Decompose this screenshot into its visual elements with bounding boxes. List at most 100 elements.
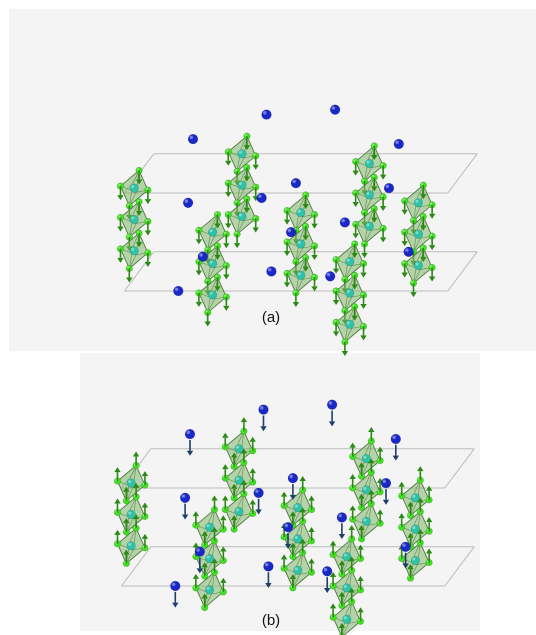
ligand-arrow-9-2 [349,442,356,457]
ligand-arrow-18-3-head [360,272,367,278]
ligand-arrow-4-2 [222,464,229,479]
ligand-atom-20-0-highlight [352,304,355,307]
metal-atom-13-sphere [410,524,421,534]
cell-edge-7 [447,251,478,292]
metal-atom-17-highlight [209,291,213,295]
ligand-atom-19-1-highlight [342,308,345,311]
ligand-arrow-0-3 [141,471,149,486]
cation-arrow-4 [181,503,189,520]
cation-arrow-10-head [265,583,272,589]
ligand-arrow-18-0 [351,243,358,258]
ligand-arrow-16-3 [220,546,227,561]
ligand-arrow-12-2-head [398,481,405,487]
ligand-atom-12-0-highlight [420,182,424,186]
metal-atom-5-highlight [235,508,239,512]
ligand-arrow-13-0 [420,216,427,231]
ligand-arrow-5-0 [243,198,251,213]
ligand-arrow-4-2 [225,183,232,198]
ligand-arrow-8-1-head [289,573,297,579]
metal-atom-13-highlight [412,526,416,530]
ligand-arrow-7-0-head [299,507,306,513]
ligand-arrow-18-1 [338,560,346,575]
cation-atom-2 [329,104,341,115]
ligand-arrow-11-2 [352,224,359,239]
metal-atom-5 [237,211,247,222]
ligand-atom-14-0-highlight [420,245,424,248]
metal-atom-19-sphere [345,288,355,298]
metal-atom-7-sphere [296,239,306,249]
ligand-arrow-20-0 [351,306,358,321]
metal-atom-16-highlight [206,555,210,559]
ligand-arrow-8-3-head [308,558,315,564]
metal-atom-1-sphere [129,214,139,225]
metal-atom-7 [293,534,303,544]
ligand-arrow-17-1 [201,593,208,608]
ligand-atom-17-2-highlight [196,290,199,293]
metal-atom-10-sphere [364,190,375,200]
metal-atom-8 [293,565,303,575]
metal-atom-12-sphere [410,493,421,503]
metal-atom-14 [413,260,424,271]
metal-atom-2-sphere [126,541,136,551]
cation-atom-7-highlight [341,218,345,223]
cation-atom-14-highlight [284,523,288,528]
ligand-arrow-14-3 [428,267,436,282]
cation-atom-4-highlight [184,199,189,203]
cation-arrow-7 [338,523,346,540]
cation-atom-12-sphere [403,246,414,258]
ligand-arrow-1-3-head [144,230,152,236]
ligand-atom-0-0-highlight [136,168,140,171]
metal-atom-0-highlight [131,185,135,189]
ligand-arrow-6-2 [283,210,291,225]
ligand-arrow-7-0 [302,226,309,241]
ligand-atom-3-2-highlight [225,149,229,152]
ligand-arrow-0-2-head [114,467,121,473]
ligand-arrow-13-0-head [420,225,427,231]
ligand-arrow-3-3 [252,155,259,170]
metal-atom-12-highlight [412,494,416,498]
ligand-atom-0-2-highlight [118,183,121,187]
ligand-arrow-15-0 [214,214,221,229]
ligand-atom-11-0 [370,205,378,213]
ligand-atom-1-3-highlight [145,219,148,222]
cation-atom-10 [266,266,277,277]
cation-atom-12 [403,246,414,258]
ligand-arrow-2-3 [141,533,149,548]
metal-atom-9-sphere [364,159,375,169]
ligand-arrow-20-2 [332,322,340,337]
metal-atom-5-highlight [238,213,242,217]
metal-atom-1 [126,509,136,520]
ligand-atom-1-2-highlight [118,215,121,218]
ligand-arrow-3-2 [222,432,229,447]
ligand-arrow-4-0-head [243,176,251,182]
ligand-arrow-1-0 [132,482,140,497]
metal-atom-9-highlight [363,455,367,459]
ligand-arrow-5-3-head [252,227,259,233]
ligand-arrow-9-2-head [352,170,359,176]
cation-arrow-8 [382,488,390,505]
ligand-arrow-17-2-head [195,301,203,307]
ligand-atom-19-2-highlight [333,288,337,291]
metal-atom-0-sphere [126,478,136,488]
ligand-arrow-15-0 [211,495,218,510]
metal-atom-2 [129,246,139,256]
ligand-arrow-5-1-head [233,243,241,249]
cation-atom-6 [290,178,302,189]
ligand-arrow-12-3 [425,485,433,500]
metal-atom-15 [205,522,215,532]
ligand-arrow-19-3-head [360,303,367,309]
cation-arrow-0-head [186,450,194,456]
ligand-arrow-6-2 [280,491,288,506]
cation-atom-3-highlight [395,140,399,144]
cation-atom-7 [336,512,348,523]
ligand-arrow-2-3-head [141,533,149,539]
ligand-arrow-12-3-head [425,485,433,491]
metal-atom-8-highlight [294,567,298,571]
metal-atom-11-sphere [364,221,375,231]
ligand-arrow-10-2 [352,192,359,207]
ligand-arrow-9-2 [352,161,359,176]
ligand-atom-8-0-highlight [303,255,306,258]
cation-atom-1 [258,404,269,415]
metal-atom-18-sphere [345,257,355,267]
